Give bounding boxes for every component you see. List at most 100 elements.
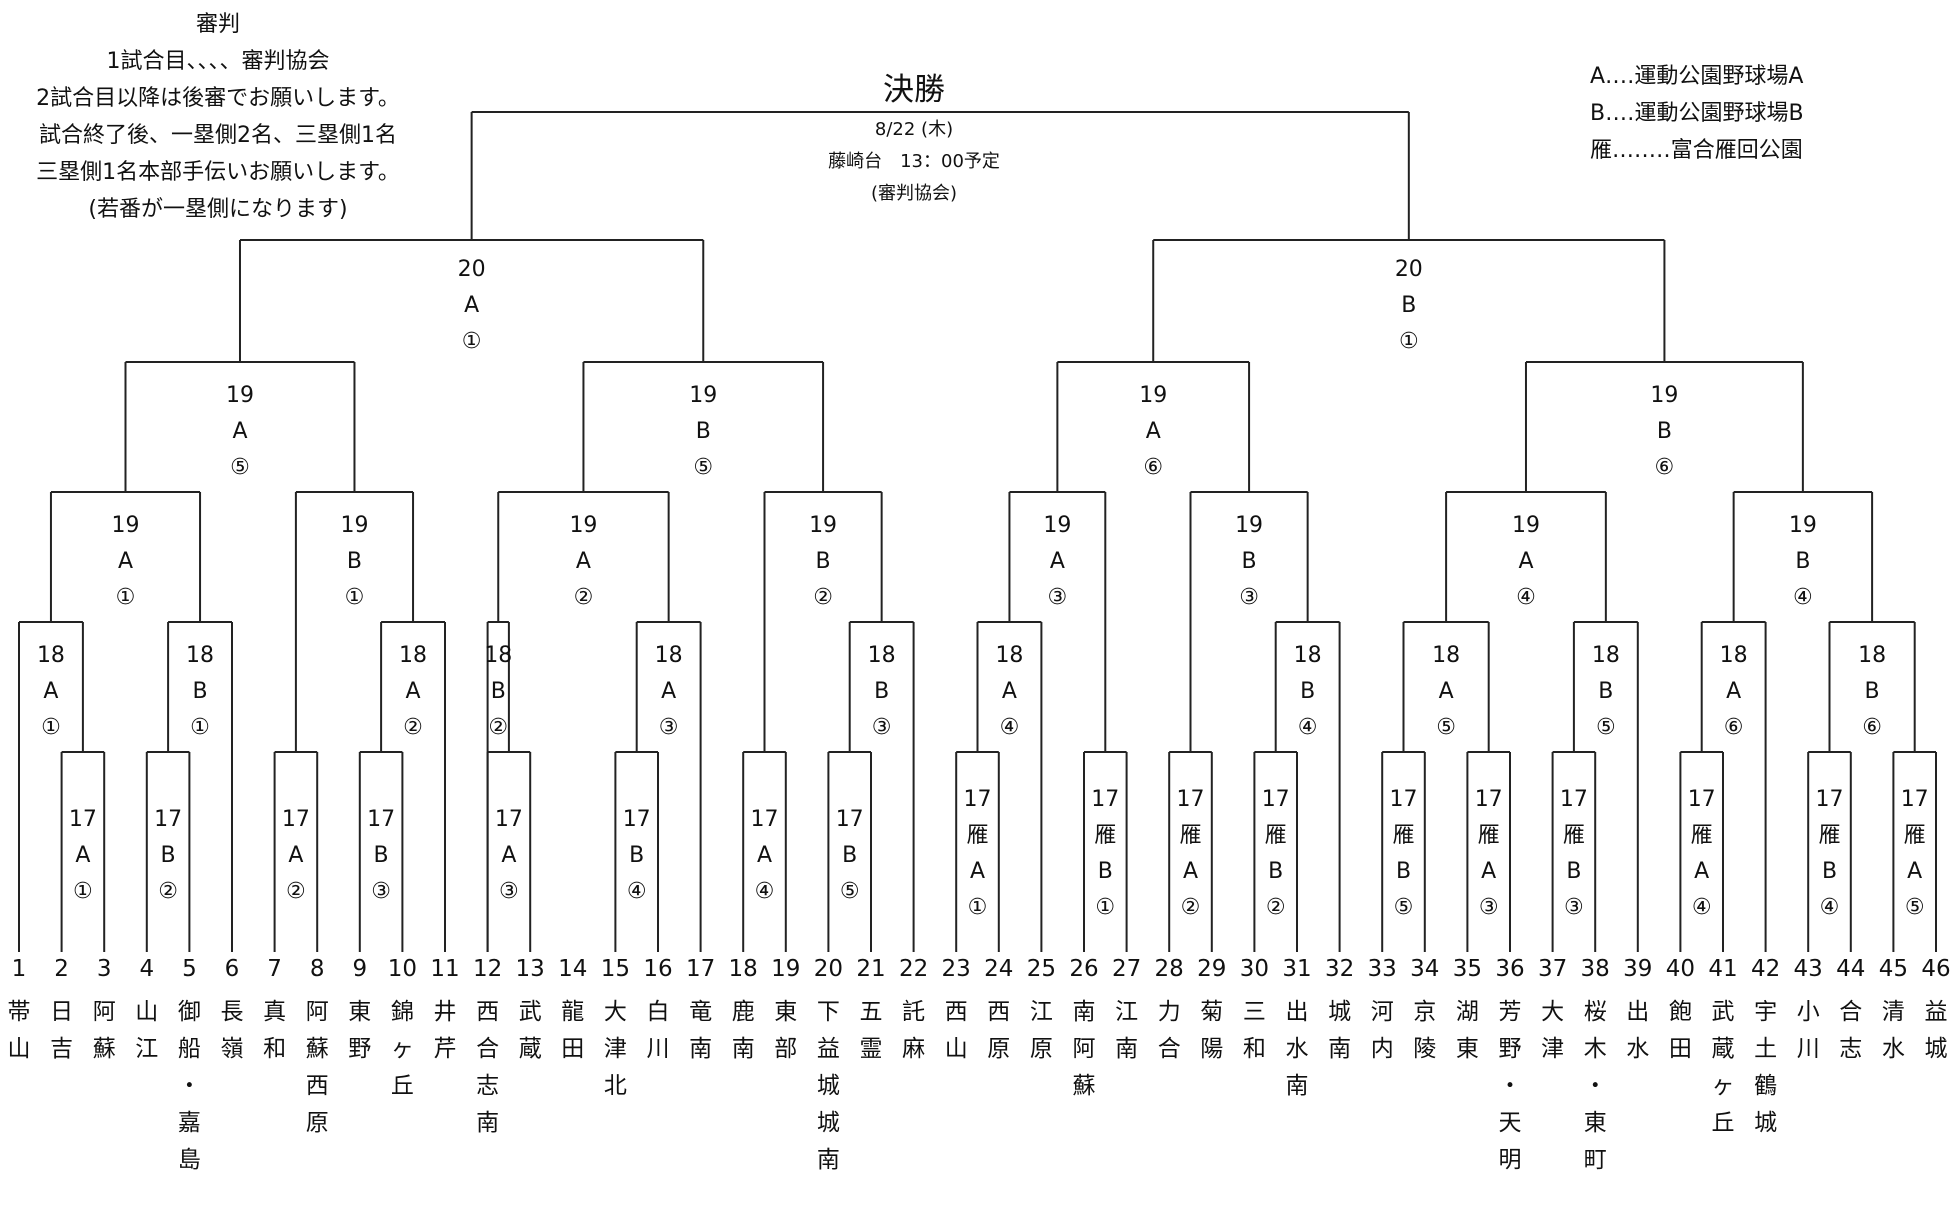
team-name: 西合志南 <box>476 999 500 1136</box>
team-number: 33 <box>1367 956 1397 982</box>
match-label-line: 18 <box>399 643 428 668</box>
team-number: 4 <box>139 956 155 982</box>
final-info: 8/22 (木) 藤崎台 13：00予定 (審判協会) <box>764 114 1064 210</box>
note-line: (若番が一塁側になります) <box>88 197 348 222</box>
match-label-line: 18 <box>1591 643 1620 668</box>
match-label-line: 雁 <box>1818 823 1841 848</box>
match-label-line: 雁 <box>1392 823 1415 848</box>
team-number: 22 <box>898 956 929 982</box>
team-name: 鹿南 <box>731 999 755 1062</box>
team-number: 29 <box>1197 956 1227 982</box>
team-name: 井芹 <box>433 999 457 1062</box>
team-number: 18 <box>728 956 758 982</box>
match-label-line: ② <box>158 879 178 904</box>
match-label-line: ⑥ <box>1654 455 1675 480</box>
team-number: 8 <box>309 956 325 982</box>
match-label-line: B <box>490 679 506 704</box>
team-name: 桜木・東町 <box>1583 999 1607 1173</box>
match-label-line: ⑤ <box>1904 895 1925 920</box>
match-label-line: ④ <box>754 879 775 904</box>
match-label-line: 18 <box>1719 643 1748 668</box>
team-name: 西原 <box>987 999 1011 1062</box>
team-name: 下益城城南 <box>816 999 840 1173</box>
match-label-line: ④ <box>1819 895 1840 920</box>
match-label-line: A <box>575 549 591 574</box>
match-label-line: 19 <box>225 383 254 408</box>
team-number: 46 <box>1921 956 1951 982</box>
team-number: 17 <box>685 956 716 982</box>
match-label-line: A <box>1907 859 1923 884</box>
match-label-line: 18 <box>1432 643 1461 668</box>
match-label-line: B <box>1821 859 1838 884</box>
team-name: 合志 <box>1839 999 1863 1062</box>
match-label-line: 20 <box>1394 257 1423 282</box>
match-label-line: 雁 <box>1903 823 1926 848</box>
match-label-line: B <box>815 549 831 574</box>
match-label-line: B <box>629 843 645 868</box>
match-label-line: B <box>1241 549 1257 574</box>
team-name: 飽田 <box>1668 999 1692 1062</box>
match-label-line: A <box>1145 419 1161 444</box>
match-label-line: ⑤ <box>1393 895 1414 920</box>
match-label-line: 雁 <box>1179 823 1202 848</box>
match-label-line: ② <box>1265 895 1286 920</box>
match-label-line: ③ <box>1478 895 1499 920</box>
match-label-line: B <box>1864 679 1880 704</box>
match-label-line: B <box>874 679 890 704</box>
team-name: 大津北 <box>603 999 627 1099</box>
match-label-line: 19 <box>340 513 369 538</box>
match-label-line: ② <box>1180 895 1201 920</box>
match-label-line: A <box>232 419 248 444</box>
match-label-line: B <box>1566 859 1582 884</box>
team-number: 28 <box>1154 956 1184 982</box>
match-label-line: ① <box>967 895 988 920</box>
note-line: 1試合目、、、、審判協会 <box>106 49 330 74</box>
team-name: 出水 <box>1626 999 1650 1062</box>
match-label-line: ① <box>1095 895 1116 920</box>
match-label-line: 雁 <box>966 823 989 848</box>
match-label-line: ③ <box>1564 895 1584 920</box>
match-label-line: 17 <box>494 807 523 832</box>
match-label-line: 19 <box>569 513 598 538</box>
team-number: 19 <box>771 956 801 982</box>
team-number: 5 <box>182 956 197 982</box>
match-label-line: 18 <box>867 643 896 668</box>
match-label-line: A <box>288 843 304 868</box>
match-label-line: A <box>756 843 773 868</box>
match-label-line: B <box>1401 293 1417 318</box>
match-label-line: A <box>464 293 480 318</box>
match-label-line: ① <box>41 715 61 740</box>
match-label-line: ② <box>488 715 509 740</box>
team-number: 31 <box>1282 956 1312 982</box>
match-label-line: A <box>1182 859 1199 884</box>
team-number: 13 <box>515 956 545 982</box>
legend-line: 雁‥‥‥‥富合雁回公園 <box>1590 138 1803 163</box>
team-number: 42 <box>1750 956 1781 982</box>
team-name: 真和 <box>263 999 287 1062</box>
team-name: 益城 <box>1924 999 1948 1062</box>
match-label-line: ⑤ <box>1436 715 1456 740</box>
team-name: 大津 <box>1541 999 1565 1062</box>
final-date: 8/22 (木) <box>874 119 954 140</box>
match-label-line: ④ <box>626 879 647 904</box>
match-label-line: 19 <box>1139 383 1168 408</box>
match-label-line: ③ <box>658 715 679 740</box>
team-name: 小川 <box>1796 999 1820 1062</box>
match-label-line: ⑥ <box>1143 455 1164 480</box>
